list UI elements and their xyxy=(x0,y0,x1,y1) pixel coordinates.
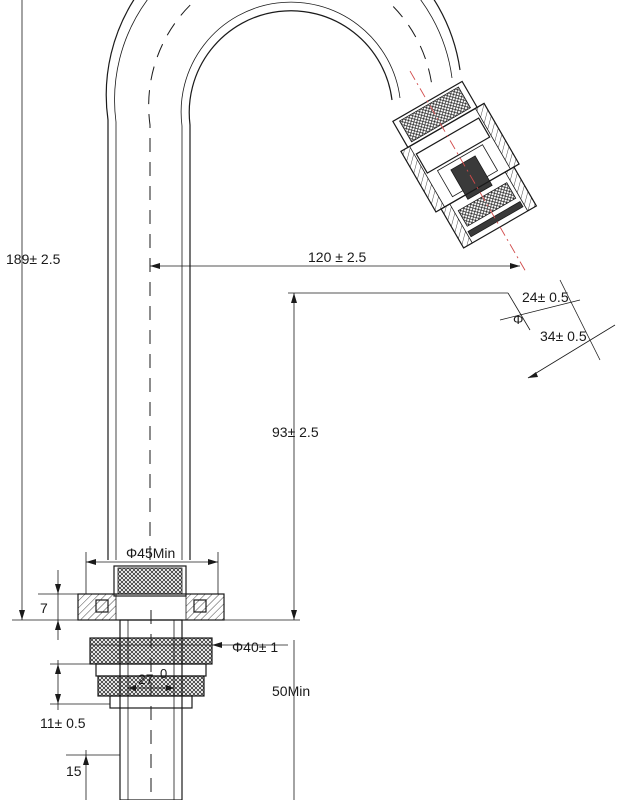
thread-length-label: 15 xyxy=(66,763,82,779)
nut-height-label: 11± 0.5 xyxy=(40,715,86,731)
lock-nut xyxy=(97,675,205,709)
base-flange xyxy=(77,565,225,621)
reach-label: 120 ± 2.5 xyxy=(308,249,366,265)
spout-body xyxy=(105,0,461,560)
aerator-outer-label: 34± 0.5 xyxy=(540,328,587,344)
aerator-head xyxy=(392,70,538,271)
total-height-label: 189± 2.5 xyxy=(6,251,61,267)
rubber-washer xyxy=(89,637,213,677)
dimension-lines xyxy=(12,0,616,800)
shank-diameter-label: 27 xyxy=(138,671,154,687)
spout-height-label: 93± 2.5 xyxy=(272,424,319,440)
washer-diameter-label: Φ40± 1 xyxy=(232,639,278,655)
shank-tolerance-label: 0 xyxy=(160,666,167,681)
shank-length-label: 50Min xyxy=(272,683,310,699)
base-diameter-label: Φ45Min xyxy=(126,545,175,561)
diameter-mark: Φ xyxy=(513,312,523,327)
base-thickness-label: 7 xyxy=(40,600,48,616)
aerator-inner-label: 24± 0.5 xyxy=(522,289,569,305)
